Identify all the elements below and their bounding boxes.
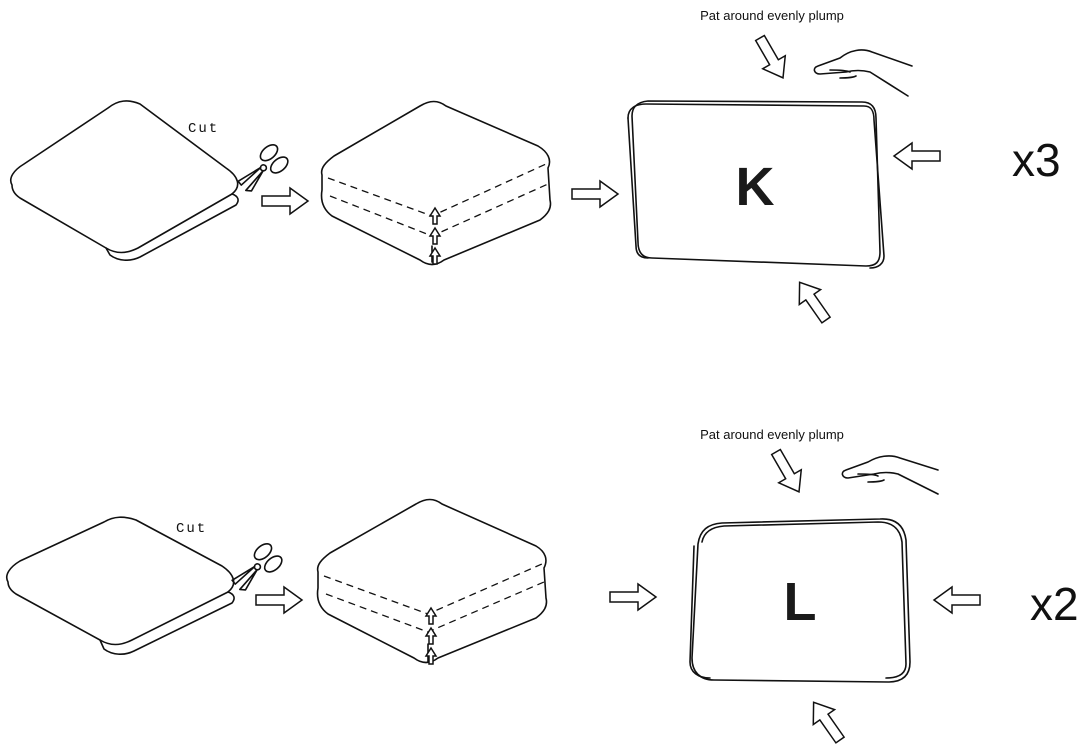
cut-label: Cut xyxy=(176,521,207,537)
quantity-multiplier: x2 xyxy=(1030,578,1079,630)
hand-icon xyxy=(813,49,913,97)
arrow-right-icon xyxy=(255,586,303,614)
arrow-right-icon xyxy=(261,187,309,215)
arrow-up-icon xyxy=(802,694,852,747)
step-row-1: Cut K Pat around ev xyxy=(9,8,1061,329)
vacuum-packed-cushion: Cut xyxy=(5,516,235,655)
cushion-letter: L xyxy=(784,572,817,632)
arrow-down-icon xyxy=(763,444,812,500)
plumped-cushion: L xyxy=(689,518,911,683)
arrow-right-icon xyxy=(609,583,657,611)
vacuum-packed-cushion: Cut xyxy=(9,100,239,261)
scissors-icon xyxy=(231,543,283,591)
arrow-left-icon xyxy=(893,142,941,170)
pat-instruction: Pat around evenly plump xyxy=(700,8,844,23)
cushion-letter: K xyxy=(736,157,775,217)
pat-instruction: Pat around evenly plump xyxy=(700,427,844,442)
expanded-cushion xyxy=(320,100,552,266)
quantity-multiplier: x3 xyxy=(1012,134,1061,186)
cut-label: Cut xyxy=(188,121,219,137)
step-row-2: Cut L Pat around evenly plump xyxy=(5,427,1079,747)
hand-icon xyxy=(841,455,939,495)
expanded-cushion xyxy=(316,498,548,665)
arrow-right-icon xyxy=(571,180,619,208)
plumped-cushion: K xyxy=(627,100,885,269)
arrow-up-icon xyxy=(788,274,838,329)
arrow-left-icon xyxy=(933,586,981,614)
scissors-icon xyxy=(237,144,289,192)
arrow-down-icon xyxy=(747,30,796,86)
